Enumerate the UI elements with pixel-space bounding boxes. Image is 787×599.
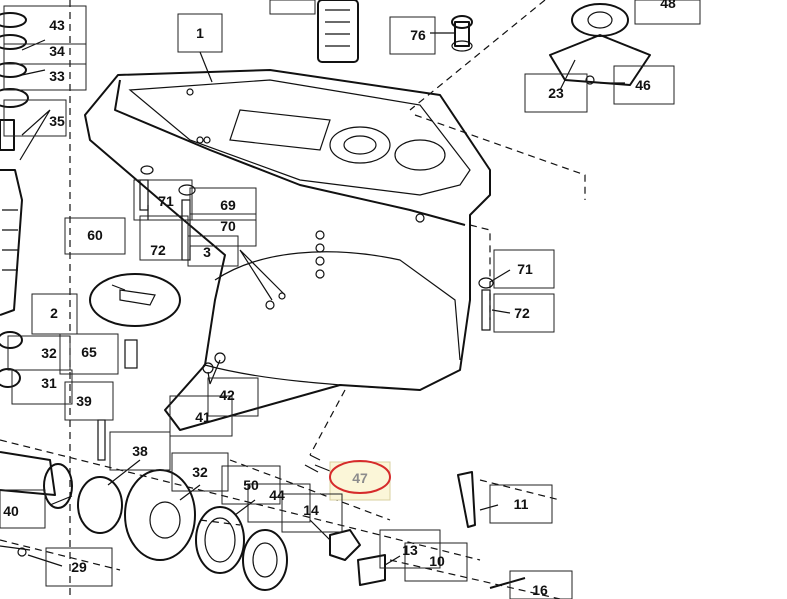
gearcase-housing — [84, 69, 491, 431]
callout-13: 13 — [402, 542, 418, 558]
callout-40: 40 — [3, 503, 19, 519]
callout-72a: 72 — [150, 242, 166, 258]
callout-boxes — [0, 0, 701, 599]
callout-32a: 32 — [41, 345, 57, 361]
callout-11: 11 — [514, 496, 529, 512]
highlight-47 — [329, 460, 391, 501]
callout-43: 43 — [49, 17, 65, 33]
callout-47: 47 — [352, 470, 368, 486]
callout-35: 35 — [49, 113, 65, 129]
callout-16: 16 — [532, 582, 548, 598]
callout-60: 60 — [87, 227, 103, 243]
callout-29: 29 — [71, 559, 87, 575]
callout-38: 38 — [132, 443, 148, 459]
driveshaft-parts — [0, 12, 494, 591]
callout-1: 1 — [196, 25, 204, 41]
callout-39: 39 — [76, 393, 92, 409]
callout-14: 14 — [303, 502, 319, 518]
leader-lines — [19, 32, 625, 567]
callout-70: 70 — [220, 218, 236, 234]
callout-65: 65 — [81, 344, 97, 360]
assembly-dashed-lines — [0, 0, 586, 599]
callout-46: 46 — [635, 77, 651, 93]
callout-33: 33 — [49, 68, 65, 84]
callout-34: 34 — [49, 43, 65, 59]
callout-72b: 72 — [514, 305, 530, 321]
callout-3: 3 — [203, 244, 211, 260]
callout-71a: 71 — [158, 193, 174, 209]
callout-31: 31 — [41, 375, 57, 391]
callout-69: 69 — [220, 197, 236, 213]
callout-10: 10 — [429, 553, 445, 569]
callout-76: 76 — [410, 27, 426, 43]
callout-50: 50 — [243, 477, 259, 493]
top-small-parts — [0, 0, 651, 589]
callout-48: 48 — [660, 0, 676, 11]
callout-42: 42 — [219, 387, 235, 403]
callout-2: 2 — [50, 305, 58, 321]
callout-labels: 1 76 48 23 46 43 34 33 35 71 72 69 70 60… — [3, 0, 676, 598]
callout-71b: 71 — [517, 261, 533, 277]
callout-44: 44 — [269, 487, 285, 503]
callout-32b: 32 — [192, 464, 208, 480]
callout-23: 23 — [548, 85, 564, 101]
callout-41: 41 — [195, 409, 211, 425]
